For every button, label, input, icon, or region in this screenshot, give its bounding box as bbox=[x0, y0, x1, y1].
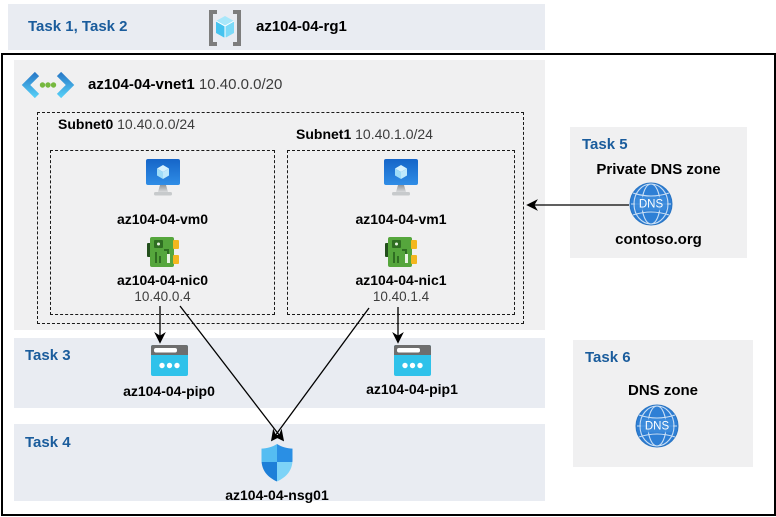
nic1-ip: 10.40.1.4 bbox=[372, 289, 430, 304]
dns-icon-text: DNS bbox=[645, 421, 670, 433]
pip1-group: az104-04-pip1 bbox=[332, 345, 492, 397]
task6-box: Task 6 DNS zone DNS bbox=[573, 340, 753, 467]
vm1-name: az104-04-vm1 bbox=[355, 211, 447, 227]
nsg-group: az104-04-nsg01 bbox=[197, 443, 357, 503]
nic0-network-interface-icon bbox=[146, 236, 180, 268]
subnet0-label: Subnet0 10.40.0.0/24 bbox=[58, 116, 195, 132]
private-dns-zone-name: contoso.org bbox=[615, 231, 702, 248]
task3-band: Task 3 az104-04-pip0 az10 bbox=[14, 338, 545, 408]
vm0-virtual-machine-icon bbox=[145, 158, 181, 200]
resource-group-band: Task 1, Task 2 az104-04-rg1 bbox=[8, 4, 545, 50]
private-dns-zone-title: Private DNS zone bbox=[596, 161, 721, 178]
task6-label: Task 6 bbox=[585, 349, 631, 366]
pip0-name: az104-04-pip0 bbox=[123, 383, 215, 399]
subnet1-box: az104-04-vm1 az104-04-nic1 10.40.1.4 bbox=[287, 150, 515, 315]
dns-zone-title: DNS zone bbox=[627, 382, 698, 399]
vm1-virtual-machine-icon bbox=[383, 158, 419, 200]
dns-zone-globe-icon: DNS bbox=[635, 404, 679, 448]
resource-group-name: az104-04-rg1 bbox=[256, 18, 347, 35]
nic1-name: az104-04-nic1 bbox=[355, 272, 447, 288]
virtual-network-icon bbox=[20, 71, 76, 99]
subnet0-box: az104-04-vm0 az104-04-nic0 10.40.0.4 bbox=[50, 150, 275, 315]
task-1-2-label: Task 1, Task 2 bbox=[28, 18, 128, 35]
private-dns-globe-icon: DNS bbox=[629, 182, 673, 226]
task4-band: Task 4 az104-04-nsg01 bbox=[14, 424, 545, 503]
subnet0-cidr: 10.40.0.0/24 bbox=[117, 116, 195, 132]
nsg-name: az104-04-nsg01 bbox=[225, 487, 329, 503]
resource-group-icon bbox=[205, 8, 245, 48]
subnet1-cidr: 10.40.1.0/24 bbox=[355, 126, 433, 142]
vnet-name: az104-04-vnet1 bbox=[88, 76, 195, 93]
pip0-public-ip-icon bbox=[150, 345, 188, 377]
vnet-panel bbox=[14, 60, 545, 330]
pip1-public-ip-icon bbox=[393, 345, 431, 377]
nic0-name: az104-04-nic0 bbox=[116, 272, 209, 288]
subnet1-name: Subnet1 bbox=[296, 126, 352, 142]
task4-label: Task 4 bbox=[25, 434, 71, 451]
network-security-group-shield-icon bbox=[260, 443, 294, 483]
nic1-network-interface-icon bbox=[384, 236, 418, 268]
vnet-title: az104-04-vnet1 10.40.0.0/20 bbox=[88, 76, 282, 93]
task5-box: Task 5 Private DNS zone DNS contoso.org bbox=[570, 127, 747, 258]
vnet-cidr: 10.40.0.0/20 bbox=[198, 76, 283, 93]
pip0-group: az104-04-pip0 bbox=[89, 345, 249, 399]
dns-icon-text: DNS bbox=[639, 199, 664, 211]
nic0-ip: 10.40.0.4 bbox=[134, 289, 191, 304]
pip1-name: az104-04-pip1 bbox=[366, 381, 458, 397]
task3-label: Task 3 bbox=[25, 347, 71, 364]
task5-label: Task 5 bbox=[582, 136, 628, 153]
vm0-name: az104-04-vm0 bbox=[116, 211, 209, 227]
subnet0-name: Subnet0 bbox=[58, 116, 114, 132]
subnet1-label: Subnet1 10.40.1.0/24 bbox=[296, 126, 433, 142]
